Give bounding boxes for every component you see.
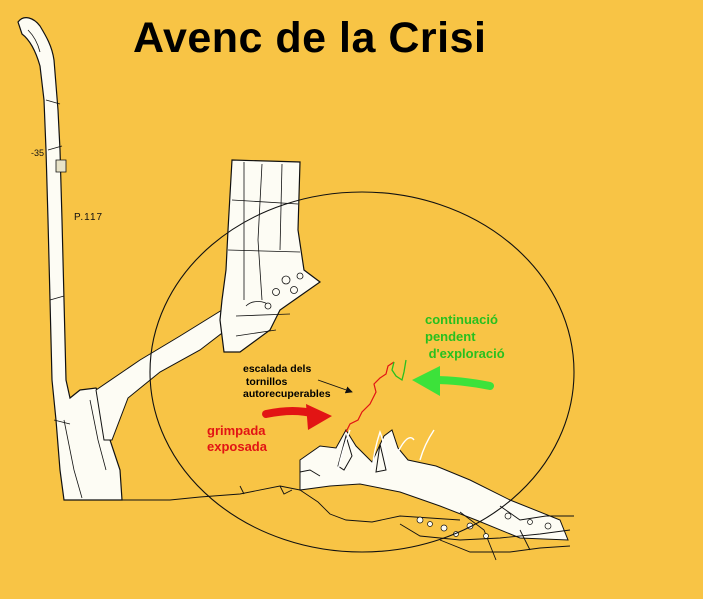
exposed-climb-label: grimpada exposada: [207, 423, 267, 454]
exposed-climb-route: [345, 361, 395, 433]
sloping-gallery: [95, 309, 227, 441]
climb-pointer-arrow: [317, 379, 353, 394]
highlight-circle: [149, 191, 575, 553]
depth-label: -35: [31, 148, 45, 158]
main-shaft: [17, 17, 123, 501]
continuation-route: [391, 359, 407, 382]
red-arrow-icon: [262, 404, 332, 430]
page-title: Avenc de la Crisi: [133, 14, 487, 62]
lower-chamber: [299, 429, 569, 541]
pitch-label: P.117: [74, 212, 104, 223]
continuation-label: continuació pendent d'exploració: [425, 312, 505, 361]
climb-annotation: escalada dels tornillos autorecuperables: [243, 363, 331, 400]
green-arrow-icon: [412, 366, 494, 396]
upper-shaft: [219, 159, 322, 353]
